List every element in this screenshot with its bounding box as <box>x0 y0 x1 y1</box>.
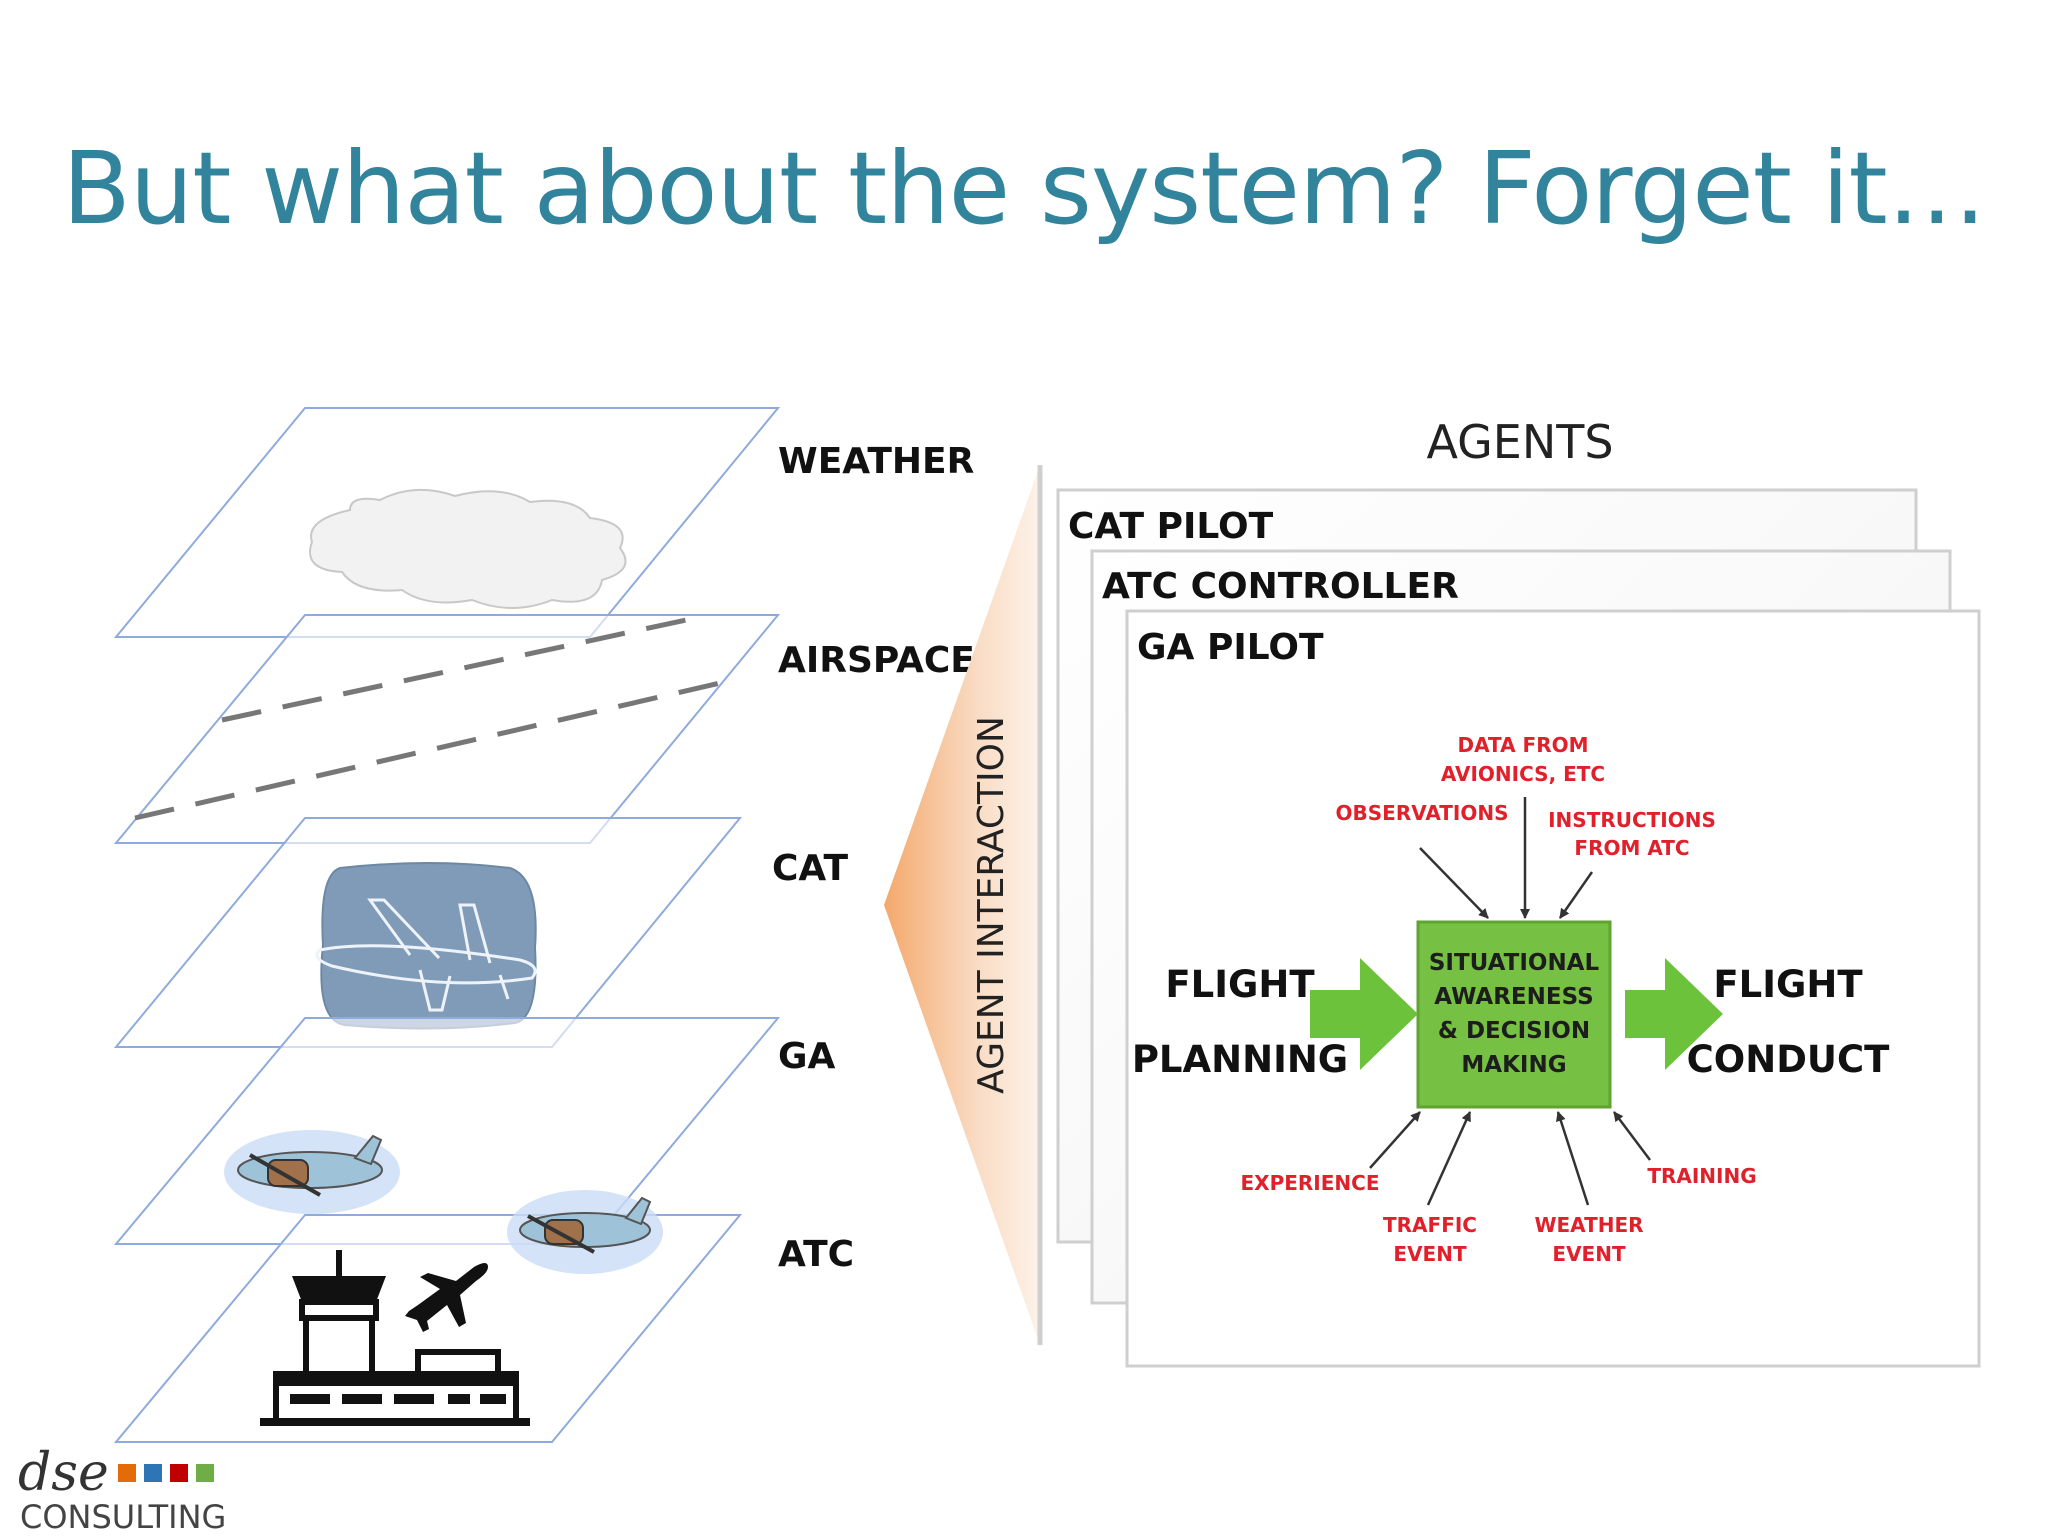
cloud-icon <box>309 488 627 609</box>
output-arrow <box>1625 958 1723 1070</box>
propeller-plane-icon <box>237 1134 383 1197</box>
logo-square-orange <box>118 1464 136 1482</box>
layer-label-cat: CAT <box>772 848 848 889</box>
agent-interaction-wedge: AGENT INTERACTION <box>884 465 1043 1345</box>
airway-line-upper <box>221 614 701 723</box>
layer-ga: GA <box>113 1017 836 1245</box>
flight-planning-line2: PLANNING <box>1132 1038 1348 1081</box>
card-title-ga-pilot: GA PILOT <box>1137 627 1324 668</box>
box-text-line4: MAKING <box>1461 1052 1566 1078</box>
layer-weather: WEATHER <box>113 407 974 638</box>
input-arrow <box>1310 958 1418 1070</box>
airplane-icon <box>405 1263 488 1332</box>
arrow-experience <box>1369 1111 1421 1169</box>
logo-mark: dse <box>18 1443 109 1503</box>
box-text-line3: & DECISION <box>1438 1018 1590 1044</box>
layer-cat: CAT <box>113 817 848 1048</box>
arrow-weather <box>1556 1111 1590 1206</box>
arrow-observations <box>1419 847 1489 919</box>
ga-plane <box>113 1017 781 1245</box>
factor-observations: OBSERVATIONS <box>1336 801 1509 825</box>
layer-atc: ATC <box>113 1190 854 1443</box>
flight-conduct-line2: CONDUCT <box>1687 1038 1890 1081</box>
card-title-cat-pilot: CAT PILOT <box>1068 506 1274 547</box>
flight-conduct-line1: FLIGHT <box>1713 963 1863 1006</box>
arrow-traffic <box>1426 1111 1472 1206</box>
card-title-atc-controller: ATC CONTROLLER <box>1102 566 1459 607</box>
logo-square-green <box>196 1464 214 1482</box>
factor-weather-line2: EVENT <box>1552 1242 1626 1266</box>
dse-consulting-logo: dse CONSULTING <box>18 1443 226 1536</box>
factor-traffic-line2: EVENT <box>1393 1242 1467 1266</box>
control-tower-icon <box>260 1250 530 1426</box>
box-text-line1: SITUATIONAL <box>1429 950 1600 976</box>
factor-instructions-line1: INSTRUCTIONS <box>1548 808 1716 832</box>
layer-label-airspace: AIRSPACE <box>778 640 975 681</box>
airliner-icon <box>315 898 537 1012</box>
airspace-plane <box>113 614 781 844</box>
decision-process: SITUATIONAL AWARENESS & DECISION MAKING … <box>1132 733 1890 1266</box>
propeller-plane-icon-2 <box>519 1196 652 1254</box>
logo-square-red <box>170 1464 188 1482</box>
layer-label-atc: ATC <box>778 1234 854 1275</box>
factor-traffic-line1: TRAFFIC <box>1383 1213 1477 1237</box>
factor-data-avionics-line2: AVIONICS, ETC <box>1441 762 1605 786</box>
logo-square-blue <box>144 1464 162 1482</box>
layer-airspace: AIRSPACE <box>113 614 975 844</box>
factor-data-avionics-line1: DATA FROM <box>1457 733 1588 757</box>
agent-interaction-label: AGENT INTERACTION <box>971 716 1012 1094</box>
agents-title: AGENTS <box>1426 415 1613 469</box>
layer-label-weather: WEATHER <box>778 441 974 482</box>
factor-weather-line1: WEATHER <box>1534 1213 1643 1237</box>
factor-training: TRAINING <box>1647 1164 1756 1188</box>
factor-instructions-line2: FROM ATC <box>1574 836 1689 860</box>
layer-label-ga: GA <box>778 1036 836 1077</box>
box-text-line2: AWARENESS <box>1434 984 1593 1010</box>
situational-awareness-box <box>1416 920 1612 1109</box>
slide-title: But what about the system? Forget it… <box>62 130 1987 247</box>
flight-planning-line1: FLIGHT <box>1165 963 1315 1006</box>
arrow-instructions <box>1558 871 1594 919</box>
factor-experience: EXPERIENCE <box>1241 1171 1380 1195</box>
interaction-wedge <box>884 465 1040 1345</box>
logo-name: CONSULTING <box>20 1498 226 1536</box>
airway-line-lower <box>134 680 721 821</box>
arrow-training <box>1613 1111 1651 1161</box>
